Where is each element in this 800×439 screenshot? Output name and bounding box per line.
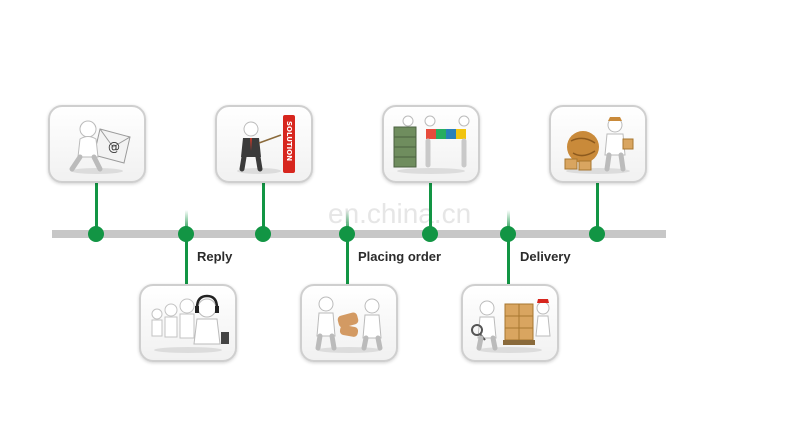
timeline-node-5 [422,226,438,242]
watermark: en.china.cn [328,198,472,229]
stem-6 [507,234,510,284]
stem-3 [262,183,265,233]
solution-word: SOLUTION [285,121,293,161]
timeline-node-2 [178,226,194,242]
timeline-axis [52,230,666,238]
step-card-1: @ [48,105,146,183]
stem-4 [346,234,349,284]
money-puzzle-icon [393,115,470,174]
step-card-6 [461,284,559,362]
call-center-icon [151,294,229,353]
email-person-icon: @ [69,120,131,174]
stem-1 [95,183,98,233]
step-label-delivery: Delivery [520,249,571,264]
step-card-7 [549,105,647,183]
timeline-node-1 [88,226,104,242]
stem-2 [185,234,188,284]
fade-tick-6 [507,210,510,230]
step-label-reply: Reply [197,249,233,264]
timeline-node-7 [589,226,605,242]
globe-delivery-icon [564,117,634,174]
step-card-2 [139,284,237,362]
timeline-node-4 [339,226,355,242]
fade-tick-2 [185,210,188,230]
timeline-node-3 [255,226,271,242]
step-card-4 [300,284,398,362]
step-label-placing-order: Placing order [358,249,442,264]
stem-5 [429,183,432,233]
boxes-inspection-icon [471,299,551,353]
timeline-node-6 [500,226,516,242]
solution-board-icon: SOLUTION [237,115,295,174]
step-card-5 [382,105,480,183]
stem-7 [596,183,599,233]
step-card-3: SOLUTION [215,105,313,183]
fade-tick-4 [346,210,349,230]
svg-text:@: @ [108,140,120,154]
handshake-icon [315,296,383,353]
